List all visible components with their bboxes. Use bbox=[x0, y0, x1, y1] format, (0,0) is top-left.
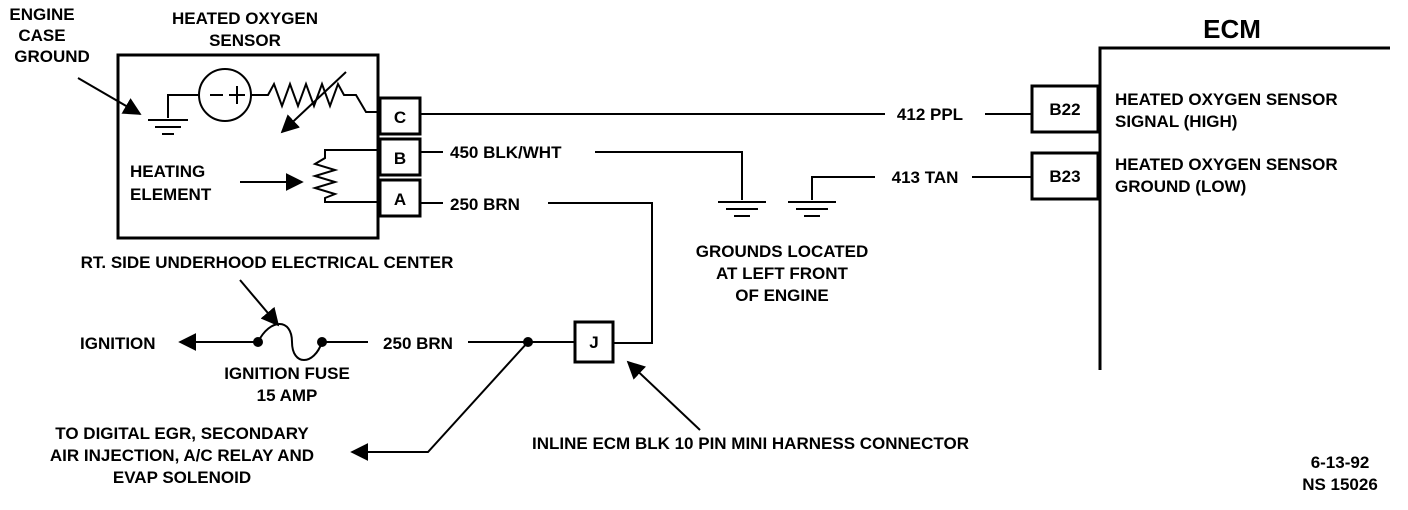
ecm-b22-desc-line1: HEATED OXYGEN SENSOR bbox=[1115, 90, 1338, 109]
variable-resistor-icon bbox=[251, 81, 380, 113]
elec-center-label: RT. SIDE UNDERHOOD ELECTRICAL CENTER bbox=[81, 253, 454, 272]
digital-egr-branch bbox=[350, 341, 529, 461]
ground-symbol-450 bbox=[718, 201, 766, 217]
grounds-note-line3: OF ENGINE bbox=[735, 286, 829, 305]
wire-450-label: 450 BLK/WHT bbox=[450, 143, 562, 162]
inline-connector-arrow bbox=[626, 360, 701, 431]
pin-c: C bbox=[394, 108, 406, 127]
sensor-connector: C B A bbox=[378, 96, 422, 218]
wire-412-label: 412 PPL bbox=[897, 105, 963, 124]
ground-symbol-413 bbox=[788, 201, 836, 217]
ecm-pin-b23-label: B23 bbox=[1049, 167, 1080, 186]
pin-b: B bbox=[394, 149, 406, 168]
footer-code: NS 15026 bbox=[1302, 475, 1378, 494]
engine-ground-arrow bbox=[77, 77, 142, 115]
to-digital-line3: EVAP SOLENOID bbox=[113, 468, 251, 487]
footer-date: 6-13-92 bbox=[1311, 453, 1370, 472]
wire-413-run bbox=[811, 176, 875, 200]
ecm-pin-b22-label: B22 bbox=[1049, 100, 1080, 119]
ecm-title: ECM bbox=[1203, 14, 1261, 44]
heating-label-line1: HEATING bbox=[130, 162, 205, 181]
wire-413-label: 413 TAN bbox=[892, 168, 959, 187]
inline-connector-label: INLINE ECM BLK 10 PIN MINI HARNESS CONNE… bbox=[532, 434, 969, 453]
wire-450-run bbox=[595, 151, 743, 200]
heating-element-icon bbox=[311, 149, 380, 203]
fuse-label-line1: IGNITION FUSE bbox=[224, 364, 350, 383]
sensor-title-line1: HEATED OXYGEN bbox=[172, 9, 318, 28]
sensor-title-line2: SENSOR bbox=[209, 31, 281, 50]
connector-j-label: J bbox=[589, 333, 598, 352]
to-digital-line1: TO DIGITAL EGR, SECONDARY bbox=[55, 424, 309, 443]
connector-j bbox=[573, 320, 615, 364]
wire-250-bottom-label: 250 BRN bbox=[383, 334, 453, 353]
engine-ground-line1: ENGINE bbox=[9, 5, 74, 24]
sensor-internal-circuit bbox=[148, 68, 380, 203]
ecm-b22-desc-line2: SIGNAL (HIGH) bbox=[1115, 112, 1237, 131]
wire-250-top-run bbox=[548, 202, 653, 344]
grounds-note-line1: GROUNDS LOCATED bbox=[696, 242, 869, 261]
elec-center-arrow bbox=[239, 279, 280, 327]
engine-ground-line2: CASE bbox=[18, 26, 65, 45]
heating-label-line2: ELEMENT bbox=[130, 185, 212, 204]
ignition-label: IGNITION bbox=[80, 334, 156, 353]
ecm-pin-b23 bbox=[1030, 151, 1100, 201]
ecm-b23-desc-line2: GROUND (LOW) bbox=[1115, 177, 1246, 196]
sensor-body bbox=[116, 53, 380, 240]
ecm-b23-desc-line1: HEATED OXYGEN SENSOR bbox=[1115, 155, 1338, 174]
ecm-pin-b22 bbox=[1030, 84, 1100, 134]
engine-ground-line3: GROUND bbox=[14, 47, 90, 66]
wire-250-top-label: 250 BRN bbox=[450, 195, 520, 214]
ecm-outline bbox=[1098, 46, 1390, 370]
pin-a: A bbox=[394, 190, 406, 209]
fuse-icon bbox=[257, 323, 323, 361]
to-digital-line2: AIR INJECTION, A/C RELAY AND bbox=[50, 446, 314, 465]
grounds-note-line2: AT LEFT FRONT bbox=[716, 264, 848, 283]
fuse-label-line2: 15 AMP bbox=[257, 386, 318, 405]
